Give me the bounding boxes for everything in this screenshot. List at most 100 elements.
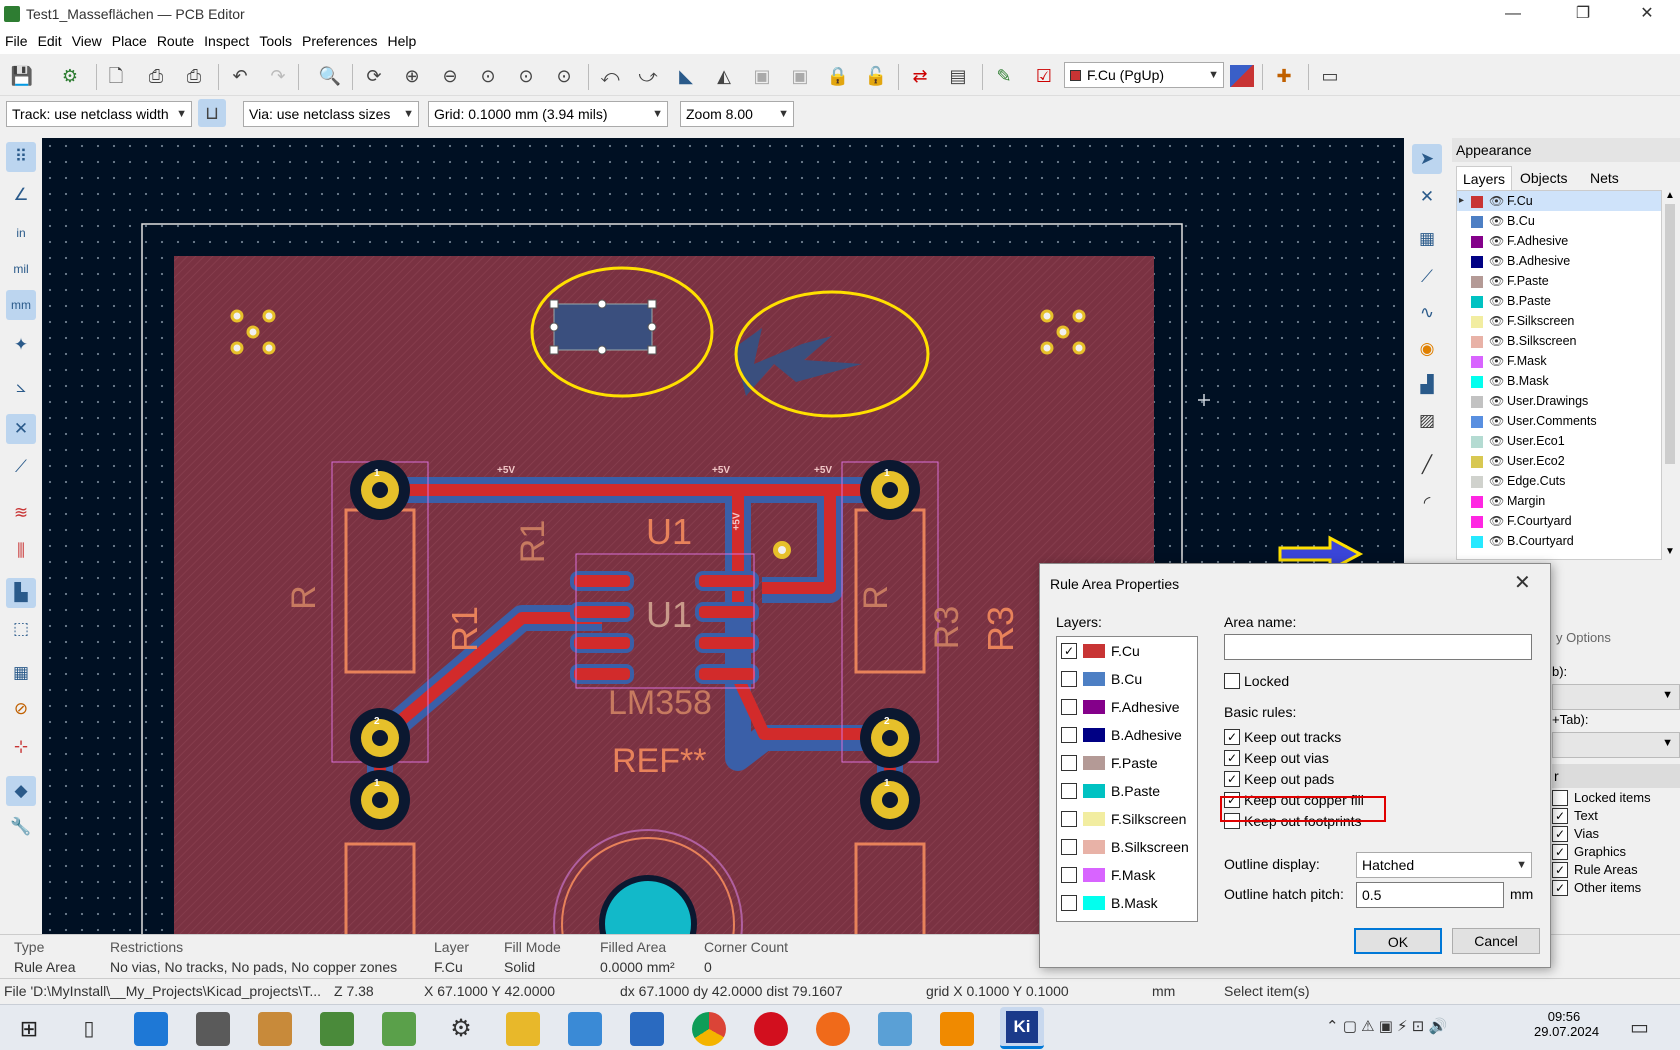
layer-row-user-eco1[interactable]: 👁User.Eco1	[1457, 431, 1661, 451]
layer-color-swatch[interactable]	[1471, 236, 1483, 248]
menu-route[interactable]: Route	[156, 33, 195, 49]
draw-arc-icon[interactable]: ◜	[1423, 493, 1431, 512]
layer-color-swatch[interactable]	[1471, 196, 1483, 208]
layer-color-swatch[interactable]	[1471, 336, 1483, 348]
mail-app-icon[interactable]	[134, 1012, 168, 1046]
layer-row-edge-cuts[interactable]: 👁Edge.Cuts	[1457, 471, 1661, 491]
zoom-dropdown[interactable]: Zoom 8.00▼	[680, 101, 794, 127]
rule-checkbox[interactable]: ✓	[1224, 771, 1240, 787]
visibility-eye-icon[interactable]: 👁	[1489, 454, 1505, 468]
chrome-app-icon[interactable]	[692, 1012, 726, 1046]
ungroup-icon[interactable]: ▣	[791, 66, 809, 86]
layer-color-swatch[interactable]	[1471, 276, 1483, 288]
dialog-layer-f-silkscreen[interactable]: F.Silkscreen	[1057, 805, 1197, 833]
layer-row-b-adhesive[interactable]: 👁B.Adhesive	[1457, 251, 1661, 271]
visibility-eye-icon[interactable]: 👁	[1489, 374, 1505, 388]
layer-select-dropdown[interactable]: F.Cu (PgUp)▼	[1064, 62, 1224, 88]
layer-checkbox[interactable]	[1061, 699, 1077, 715]
start-icon[interactable]: ⊞	[19, 1016, 39, 1041]
visibility-eye-icon[interactable]: 👁	[1489, 534, 1505, 548]
layer-checkbox[interactable]	[1061, 867, 1077, 883]
non-active-layers-dropdown[interactable]: ▼	[1552, 684, 1680, 710]
mm-units-icon[interactable]: mm	[6, 290, 36, 320]
menu-inspect[interactable]: Inspect	[204, 33, 250, 49]
zone-outline-icon[interactable]: ⬚	[12, 619, 30, 638]
visibility-eye-icon[interactable]: 👁	[1489, 514, 1505, 528]
hatch-pitch-input[interactable]: 0.5	[1356, 882, 1504, 908]
via-fill-icon[interactable]: ⊘	[13, 699, 29, 718]
maximize-button[interactable]: ❐	[1575, 5, 1591, 22]
layer-color-swatch[interactable]	[1471, 436, 1483, 448]
add-footprint-icon[interactable]: ▦	[1418, 229, 1436, 248]
grid-dropdown[interactable]: Grid: 0.1000 mm (3.94 mils)▼	[428, 101, 668, 127]
filter-checkbox[interactable]: ✓	[1552, 808, 1568, 824]
ratsnest-icon[interactable]: ✕	[6, 414, 36, 444]
notification-icon[interactable]: ▭	[1630, 1017, 1649, 1039]
layer-row-f-cu[interactable]: 👁F.Cu▸	[1457, 191, 1661, 211]
visibility-eye-icon[interactable]: 👁	[1489, 334, 1505, 348]
unlock-icon[interactable]: 🔓	[864, 66, 888, 86]
visibility-eye-icon[interactable]: 👁	[1489, 294, 1505, 308]
menu-place[interactable]: Place	[111, 33, 147, 49]
dialog-layer-f-paste[interactable]: F.Paste	[1057, 749, 1197, 777]
grid-toggle-icon[interactable]: ⠿	[6, 142, 36, 172]
layer-checkbox[interactable]	[1061, 727, 1077, 743]
layer-row-user-eco2[interactable]: 👁User.Eco2	[1457, 451, 1661, 471]
layer-checkbox[interactable]	[1061, 811, 1077, 827]
notepad-app-icon[interactable]	[382, 1012, 416, 1046]
layer-color-swatch[interactable]	[1471, 296, 1483, 308]
route-track-icon[interactable]: ⟋	[1421, 267, 1433, 286]
scroll-thumb[interactable]	[1665, 204, 1675, 464]
network-app-icon[interactable]	[630, 1012, 664, 1046]
show-zones-icon[interactable]: ▙	[6, 578, 36, 608]
minimize-button[interactable]: —	[1505, 5, 1521, 22]
layer-color-swatch[interactable]	[1471, 516, 1483, 528]
angle-constraint-icon[interactable]: ⦣	[16, 377, 26, 396]
visibility-eye-icon[interactable]: 👁	[1489, 214, 1505, 228]
draw-line-icon[interactable]: ╱	[1421, 455, 1433, 474]
dialog-layer-b-adhesive[interactable]: B.Adhesive	[1057, 721, 1197, 749]
layer-row-b-paste[interactable]: 👁B.Paste	[1457, 291, 1661, 311]
properties-icon[interactable]: 🔧	[10, 817, 32, 836]
visibility-eye-icon[interactable]: 👁	[1489, 414, 1505, 428]
layer-row-user-comments[interactable]: 👁User.Comments	[1457, 411, 1661, 431]
settings-gear-icon[interactable]: ⚙	[450, 1015, 472, 1042]
menu-edit[interactable]: Edit	[37, 33, 62, 49]
menu-preferences[interactable]: Preferences	[302, 33, 378, 49]
scripting-icon[interactable]: ✎	[996, 66, 1012, 86]
layer-row-b-cu[interactable]: 👁B.Cu	[1457, 211, 1661, 231]
dialog-layer-b-paste[interactable]: B.Paste	[1057, 777, 1197, 805]
high-contrast-icon[interactable]: ⫼	[17, 541, 25, 560]
visibility-eye-icon[interactable]: 👁	[1489, 254, 1505, 268]
visibility-eye-icon[interactable]: 👁	[1489, 314, 1505, 328]
menu-tools[interactable]: Tools	[259, 33, 292, 49]
layer-row-b-courtyard[interactable]: 👁B.Courtyard	[1457, 531, 1661, 551]
dialog-layer-b-silkscreen[interactable]: B.Silkscreen	[1057, 833, 1197, 861]
layer-row-f-paste[interactable]: 👁F.Paste	[1457, 271, 1661, 291]
mil-units-icon[interactable]: mil	[13, 262, 29, 276]
layer-color-swatch[interactable]	[1471, 536, 1483, 548]
lock-icon[interactable]: 🔒	[826, 66, 850, 86]
layer-color-swatch[interactable]	[1471, 356, 1483, 368]
visibility-eye-icon[interactable]: 👁	[1489, 354, 1505, 368]
rule-checkbox[interactable]: ✓	[1224, 729, 1240, 745]
visibility-eye-icon[interactable]: 👁	[1489, 234, 1505, 248]
layer-row-f-mask[interactable]: 👁F.Mask	[1457, 351, 1661, 371]
netlist-icon[interactable]: ⇄	[912, 66, 928, 86]
layer-row-f-silkscreen[interactable]: 👁F.Silkscreen	[1457, 311, 1661, 331]
rule-checkbox[interactable]: ✓	[1224, 750, 1240, 766]
layer-color-swatch[interactable]	[1471, 396, 1483, 408]
menu-view[interactable]: View	[71, 33, 102, 49]
paint-app-icon[interactable]	[258, 1012, 292, 1046]
inspect-icon[interactable]: ▤	[949, 66, 967, 86]
opera-app-icon[interactable]	[754, 1012, 788, 1046]
layer-color-swatch[interactable]	[1471, 256, 1483, 268]
tab-objects[interactable]: Objects	[1520, 170, 1568, 186]
save-icon[interactable]: 💾	[10, 66, 34, 86]
page-settings-icon[interactable]: 🗋	[108, 66, 124, 86]
editor-app-icon[interactable]	[320, 1012, 354, 1046]
layer-checkbox[interactable]	[1061, 895, 1077, 911]
refresh-icon[interactable]: ⟳	[366, 66, 382, 86]
rotate-ccw-icon[interactable]: ⤺	[600, 66, 620, 86]
layer-row-user-drawings[interactable]: 👁User.Drawings	[1457, 391, 1661, 411]
